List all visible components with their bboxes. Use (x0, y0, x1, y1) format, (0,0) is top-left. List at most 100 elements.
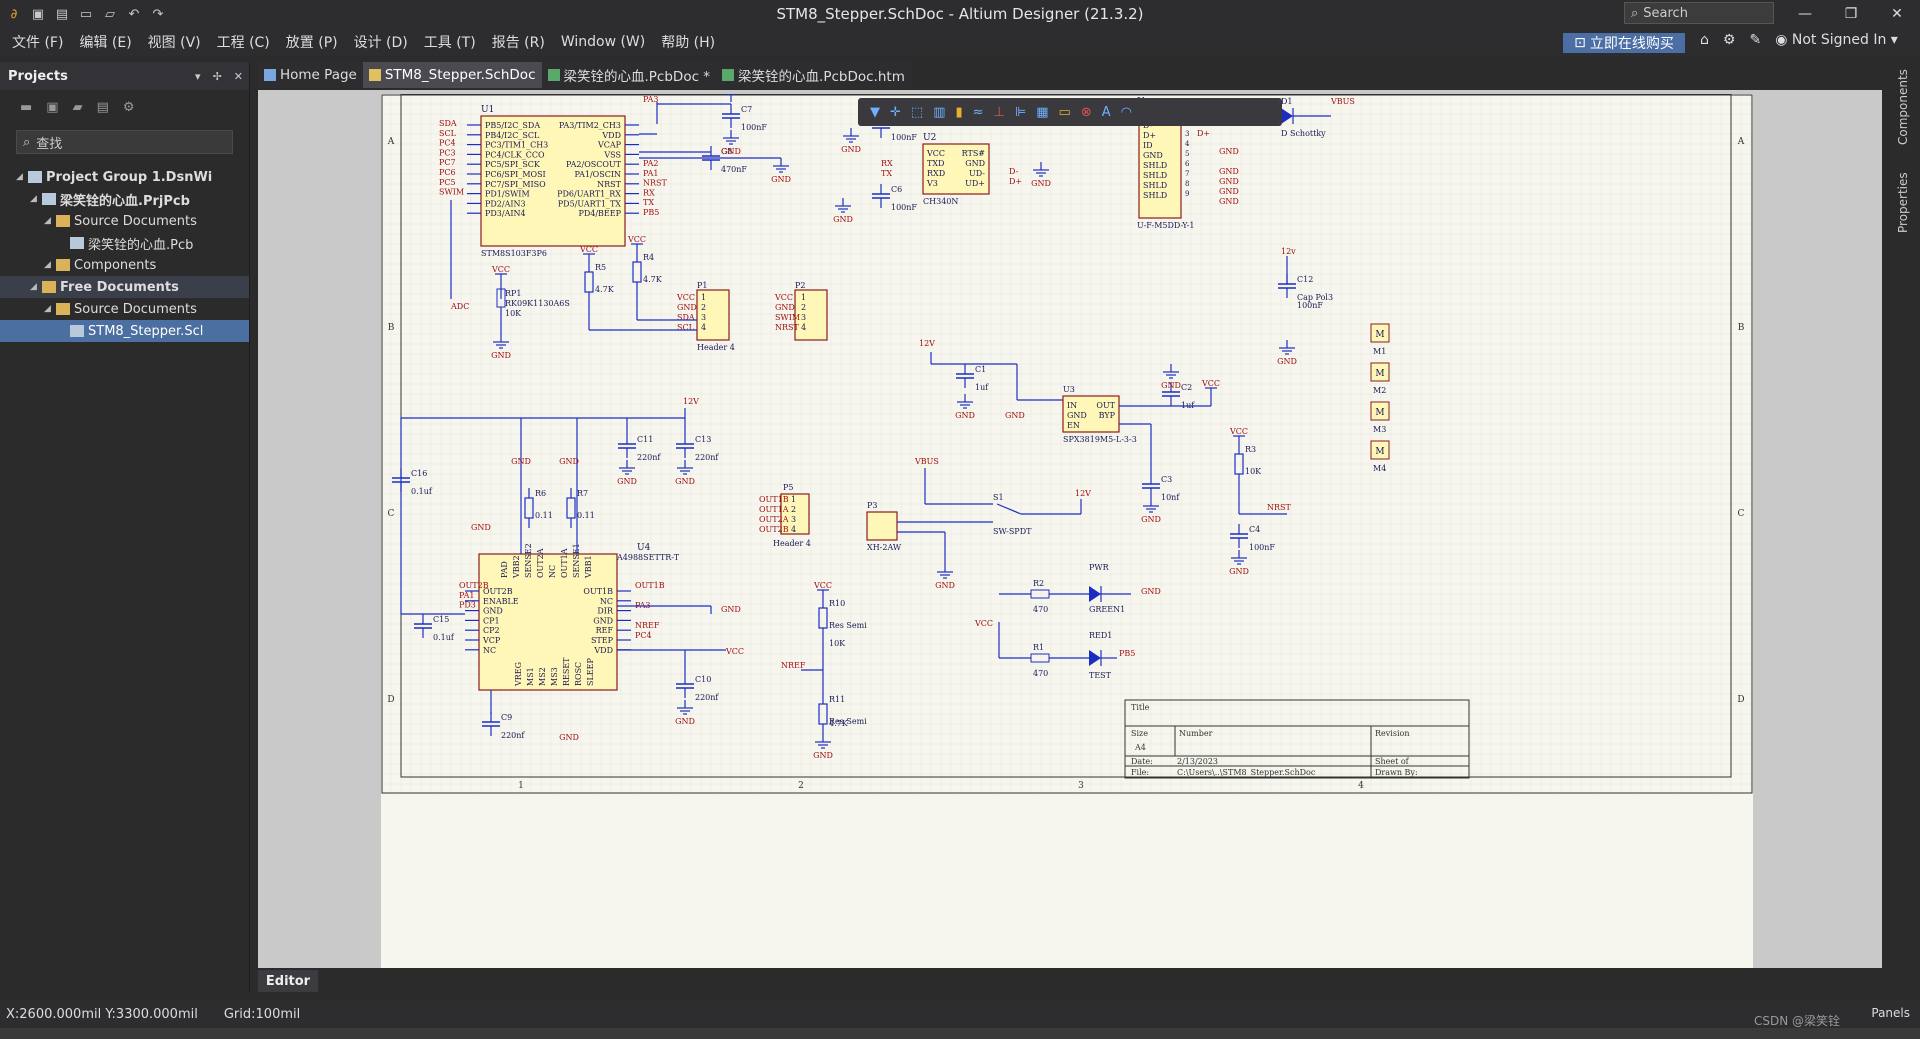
menu-item-8[interactable]: Window (W) (560, 34, 646, 50)
u2-pin[interactable]: VCC (926, 149, 945, 158)
u3-part[interactable]: SPX3819M5-L-3-3 (1063, 435, 1137, 444)
expand-icon[interactable]: ◢ (44, 260, 51, 270)
pin-icon[interactable]: ✢ (212, 69, 222, 83)
expand-icon[interactable]: ◢ (16, 172, 23, 182)
j1-pin[interactable]: D+ (1143, 131, 1156, 140)
u1-pin-right[interactable]: PD6/UART1_RX (557, 190, 621, 199)
u4-pin-bottom[interactable]: MS2 (538, 667, 547, 686)
led-designator[interactable]: PWR (1089, 563, 1110, 572)
cap-value[interactable]: 0.1uf (433, 633, 455, 642)
mount-label[interactable]: M1 (1373, 347, 1386, 356)
net-label[interactable]: PA3 (643, 95, 659, 104)
c8-designator[interactable]: C8 (721, 147, 732, 156)
u2-net[interactable]: D+ (1009, 177, 1022, 186)
u4-pin-left[interactable]: GND (483, 607, 503, 616)
u1-pin-right[interactable]: PD4/BEEP (578, 209, 621, 218)
j1-pin-num[interactable]: 3 (1185, 130, 1189, 138)
u2-pin[interactable]: V3 (926, 179, 938, 188)
cap-value[interactable]: Cap Pol3 (1297, 293, 1333, 302)
rp1-value[interactable]: 10K (505, 309, 522, 318)
power-net[interactable]: 12V (919, 339, 935, 348)
cap-designator[interactable]: C3 (1161, 475, 1172, 484)
power-net[interactable]: VCC (627, 235, 646, 244)
u4-pin-right[interactable]: OUT1B (583, 587, 613, 596)
doc-tab-0[interactable]: Home Page (258, 62, 363, 88)
doc-tab-3[interactable]: 梁笑铨的心血.PcbDoc.htm (716, 62, 911, 88)
cap-value[interactable]: 220nf (695, 453, 719, 462)
p2-pin-num[interactable]: 1 (801, 293, 806, 302)
p1-designator[interactable]: P1 (697, 281, 707, 290)
p1-pin-net[interactable]: GND (677, 303, 697, 312)
p1-pin-num[interactable]: 1 (701, 293, 706, 302)
u3-designator[interactable]: U3 (1063, 385, 1075, 394)
u3-pin[interactable]: EN (1067, 421, 1080, 430)
j1-gnd[interactable]: GND (1219, 167, 1239, 176)
p1-pin-num[interactable]: 2 (701, 303, 706, 312)
net-label[interactable]: ADC (450, 302, 469, 311)
u4-pin-top[interactable]: VBB2 (512, 555, 521, 579)
power-net[interactable]: VCC (974, 619, 993, 628)
u1-net-left[interactable]: PC7 (439, 158, 456, 167)
u3-pin[interactable]: IN (1067, 401, 1077, 410)
save-doc-icon[interactable]: ▬ (20, 99, 33, 115)
p1-pin-net[interactable]: SCL (677, 323, 695, 332)
u2-pin[interactable]: RTS# (962, 149, 986, 158)
gnd-label[interactable]: GND (813, 751, 833, 760)
u1-net-left[interactable]: PC4 (439, 139, 456, 148)
resistor[interactable] (1030, 653, 1050, 663)
select-rect-icon[interactable]: ⬚ (910, 104, 924, 120)
res-designator[interactable]: R5 (595, 263, 606, 272)
u4-body[interactable] (478, 553, 618, 691)
res-value[interactable]: 4.7K (829, 719, 849, 728)
cap-value[interactable]: 470nF (721, 165, 747, 174)
tree-item[interactable]: ◢Source Documents (0, 298, 249, 320)
p3-designator[interactable]: P3 (867, 501, 877, 510)
bus-icon[interactable]: ⊫ (1014, 104, 1027, 120)
tree-item[interactable]: ◢Free Documents (0, 276, 249, 298)
p1-pin-net[interactable]: SDA (677, 313, 695, 322)
res-value[interactable]: 10K (1245, 467, 1262, 476)
move-icon[interactable]: ✛ (890, 104, 901, 120)
led-part[interactable]: TEST (1089, 671, 1112, 680)
rp1-part[interactable]: RK09K1130A6S (505, 299, 570, 308)
gnd-label[interactable]: GND (1141, 587, 1161, 596)
menu-item-6[interactable]: 工具 (T) (423, 35, 476, 51)
u4-pin-top[interactable]: VBB1 (584, 555, 593, 579)
date-value[interactable]: 2/13/2023 (1177, 757, 1218, 766)
res-designator[interactable]: R3 (1245, 445, 1256, 454)
u2-net[interactable]: TX (881, 169, 892, 178)
u1-pin-left[interactable]: PC3/TIM1_CH3 (485, 141, 548, 150)
gnd-label[interactable]: GND (833, 215, 853, 224)
menu-item-2[interactable]: 视图 (V) (147, 35, 201, 51)
u1-pin-left[interactable]: PC5/SPI_SCK (485, 160, 541, 169)
gnd-label[interactable]: GND (675, 477, 695, 486)
cap-value[interactable]: 100nF (741, 123, 767, 132)
led[interactable] (1089, 586, 1101, 602)
p2-body[interactable] (794, 289, 828, 341)
p2-pin-net[interactable]: GND (775, 303, 795, 312)
led[interactable] (1089, 650, 1101, 666)
folder-save-icon[interactable]: ▤ (96, 99, 109, 115)
border-row-label[interactable]: A (1737, 137, 1745, 147)
drawn-label[interactable]: Drawn By: (1375, 768, 1418, 777)
tree-item[interactable]: ◢Source Documents (0, 210, 249, 232)
power-net[interactable]: VBUS (914, 457, 939, 466)
gnd-label[interactable]: GND (1141, 515, 1161, 524)
u2-net[interactable]: RX (881, 159, 893, 168)
j1-pin[interactable]: GND (1143, 151, 1163, 160)
u1-net-right[interactable]: PA2 (643, 159, 659, 168)
gnd-label[interactable]: GND (955, 411, 975, 420)
u4-pin-top[interactable]: PAD (500, 561, 509, 578)
gnd-label[interactable]: GND (1031, 179, 1051, 188)
u4-net-left[interactable]: OUT2B (459, 581, 489, 590)
u4-pin-right[interactable]: VDD (593, 646, 613, 655)
s1-designator[interactable]: S1 (993, 493, 1004, 502)
gnd-label[interactable]: GND (1161, 381, 1181, 390)
u2-pin[interactable]: RXD (927, 169, 945, 178)
menu-item-4[interactable]: 放置 (P) (285, 35, 338, 51)
tree-item[interactable]: ◢梁笑铨的心血.PrjPcb (0, 188, 249, 210)
title-label[interactable]: Title (1131, 703, 1150, 712)
menu-item-0[interactable]: 文件 (F) (12, 35, 64, 51)
p5-pin-num[interactable]: 3 (791, 515, 796, 524)
